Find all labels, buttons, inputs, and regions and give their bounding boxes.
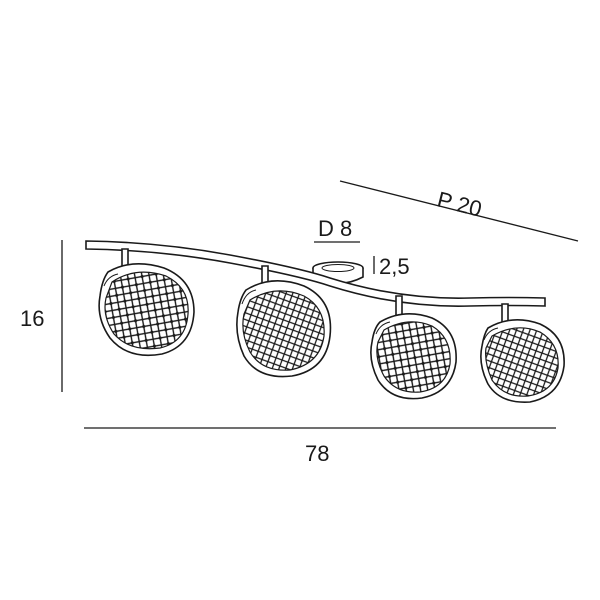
width-label: 78 [305, 441, 329, 466]
depth-label: P 20 [435, 187, 485, 222]
depth-dimension-line [339, 180, 579, 242]
base-diameter-label: D 8 [318, 216, 352, 241]
spotlight-3 [370, 295, 457, 400]
spotlight-1 [98, 248, 195, 357]
base-height-label: 2,5 [379, 254, 410, 279]
spotlight-2 [236, 265, 332, 378]
height-label: 16 [20, 306, 44, 331]
curved-bar [85, 240, 546, 307]
spotlight-4 [480, 303, 565, 403]
